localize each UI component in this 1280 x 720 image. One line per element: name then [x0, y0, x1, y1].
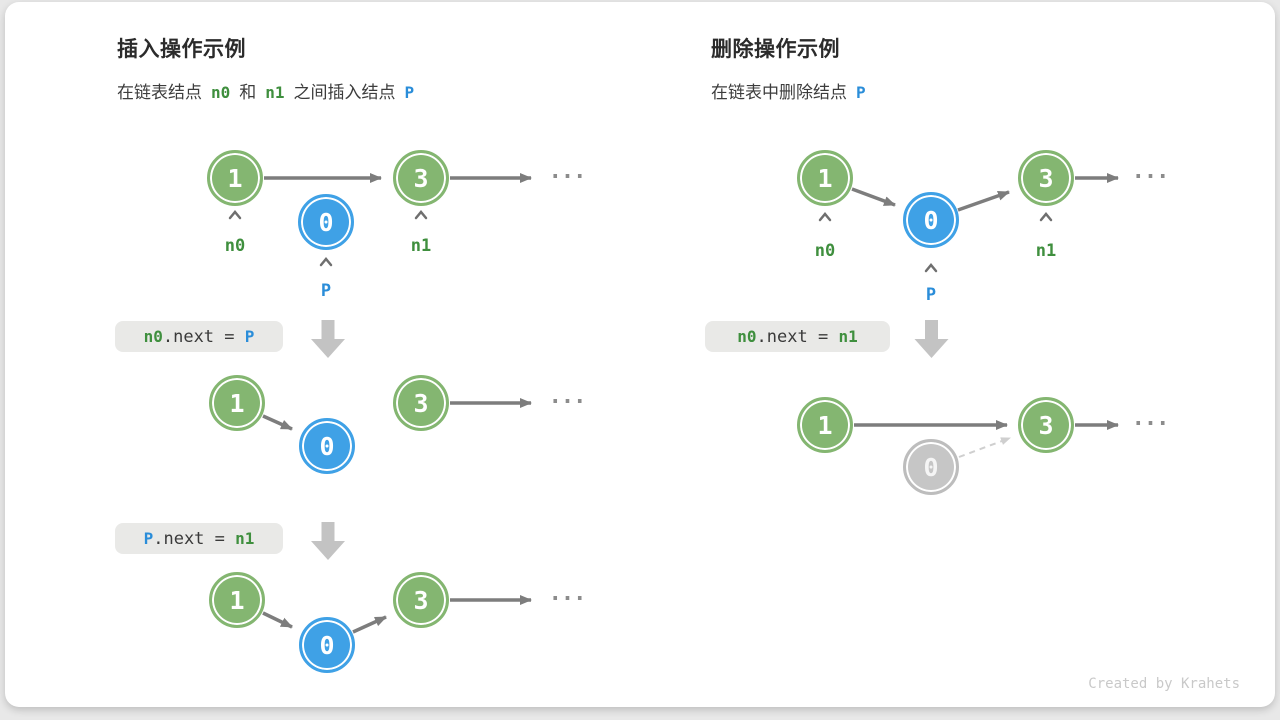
watermark-credit: Created by Krahets: [1088, 676, 1240, 692]
subtitle-text: 和: [239, 83, 257, 102]
pointer-label-p: P: [925, 285, 937, 305]
code-token-n1: n1: [235, 529, 255, 548]
ellipsis: ...: [1131, 406, 1170, 431]
code-token-n1: n1: [265, 83, 285, 102]
node-value-0-inserted: 0: [299, 418, 355, 474]
node-value-3: 3: [393, 572, 449, 628]
ellipsis: ...: [548, 159, 587, 184]
code-token-p: P: [404, 83, 415, 102]
code-token-p: P: [143, 529, 154, 548]
node-value-0-inserted: 0: [903, 192, 959, 248]
node-value-0-inserted: 0: [299, 617, 355, 673]
code-text: .next =: [153, 528, 236, 549]
node-value-1: 1: [797, 397, 853, 453]
ellipsis: ...: [548, 384, 587, 409]
code-token-p: P: [856, 83, 866, 102]
node-value-1: 1: [209, 572, 265, 628]
node-value-3: 3: [393, 375, 449, 431]
code-token-n0: n0: [737, 327, 757, 346]
node-value-3: 3: [1018, 397, 1074, 453]
diagram-card: [5, 2, 1275, 707]
delete-panel-title: 删除操作示例: [711, 38, 840, 61]
pointer-label-p: P: [320, 281, 332, 301]
node-value-0-removed: 0: [903, 439, 959, 495]
subtitle-text: 在链表中删除结点: [711, 83, 847, 102]
ellipsis: ...: [1131, 159, 1170, 184]
code-text: .next =: [756, 326, 839, 347]
subtitle-text: 在链表结点: [117, 83, 202, 102]
code-token-n0: n0: [143, 327, 163, 346]
insert-panel-title: 插入操作示例: [117, 38, 246, 61]
pointer-label-n1: n1: [410, 236, 432, 256]
pointer-label-n0: n0: [224, 236, 246, 256]
code-token-n0: n0: [211, 83, 231, 102]
node-value-3: 3: [1018, 150, 1074, 206]
code-token-n1: n1: [838, 327, 858, 346]
code-token-p: P: [244, 327, 255, 346]
ellipsis: ...: [548, 581, 587, 606]
subtitle-text: 之间插入结点: [293, 83, 396, 102]
delete-panel-subtitle: 在链表中删除结点 P: [711, 78, 866, 103]
code-text: .next =: [162, 326, 245, 347]
code-label-insert-step1: n0.next = P: [115, 321, 283, 352]
node-value-1: 1: [797, 150, 853, 206]
pointer-label-n0: n0: [814, 241, 836, 261]
insert-panel-subtitle: 在链表结点 n0 和 n1 之间插入结点 P: [117, 78, 414, 103]
node-value-1: 1: [209, 375, 265, 431]
node-value-0-inserted: 0: [298, 194, 354, 250]
pointer-label-n1: n1: [1035, 241, 1057, 261]
node-value-3: 3: [393, 150, 449, 206]
node-value-1: 1: [207, 150, 263, 206]
code-label-insert-step2: P.next = n1: [115, 523, 283, 554]
code-label-delete-step1: n0.next = n1: [705, 321, 890, 352]
